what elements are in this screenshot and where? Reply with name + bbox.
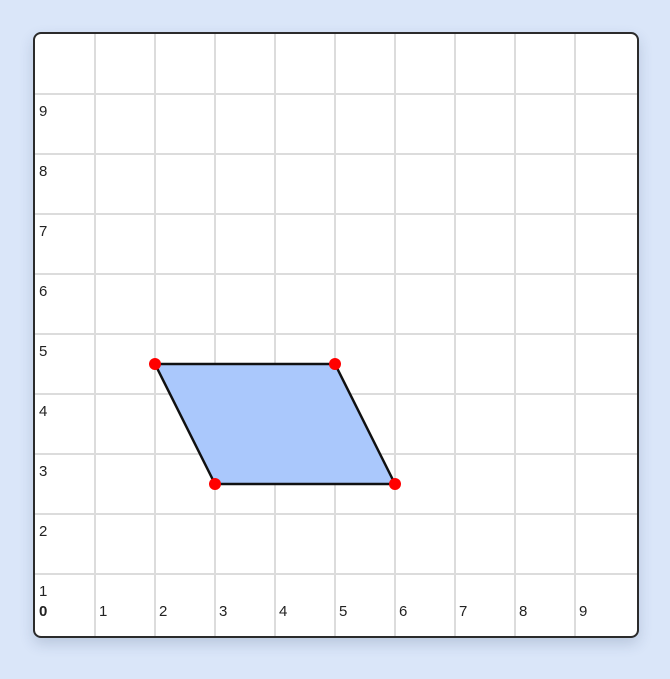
x-tick-label: 2 [159,603,167,620]
vertex-point[interactable] [329,358,341,370]
coordinate-grid: 0 1 2 3 4 5 6 7 8 9 1 2 3 4 5 6 7 8 9 [35,34,637,636]
y-tick-label: 9 [39,103,47,120]
x-tick-label: 5 [339,603,347,620]
vertex-point[interactable] [209,478,221,490]
x-tick-label: 9 [579,603,587,620]
y-tick-label: 1 [39,583,47,600]
x-axis-labels: 0 1 2 3 4 5 6 7 8 9 [39,603,587,620]
parallelogram-shape [153,362,397,486]
y-tick-label: 2 [39,523,47,540]
x-tick-label: 3 [219,603,227,620]
grid-canvas: 0 1 2 3 4 5 6 7 8 9 1 2 3 4 5 6 7 8 9 [33,32,639,638]
x-tick-label: 8 [519,603,527,620]
y-tick-label: 8 [39,163,47,180]
y-tick-label: 4 [39,403,47,420]
y-tick-label: 5 [39,343,47,360]
x-tick-label: 4 [279,603,287,620]
vertex-points [149,358,401,490]
y-tick-label: 3 [39,463,47,480]
y-tick-label: 6 [39,283,47,300]
x-tick-label: 6 [399,603,407,620]
vertex-point[interactable] [149,358,161,370]
x-tick-label: 7 [459,603,467,620]
vertex-point[interactable] [389,478,401,490]
y-tick-label: 7 [39,223,47,240]
x-tick-label: 1 [99,603,107,620]
x-tick-label: 0 [39,603,47,620]
grid-lines [35,34,637,636]
y-axis-labels: 1 2 3 4 5 6 7 8 9 [39,103,47,600]
